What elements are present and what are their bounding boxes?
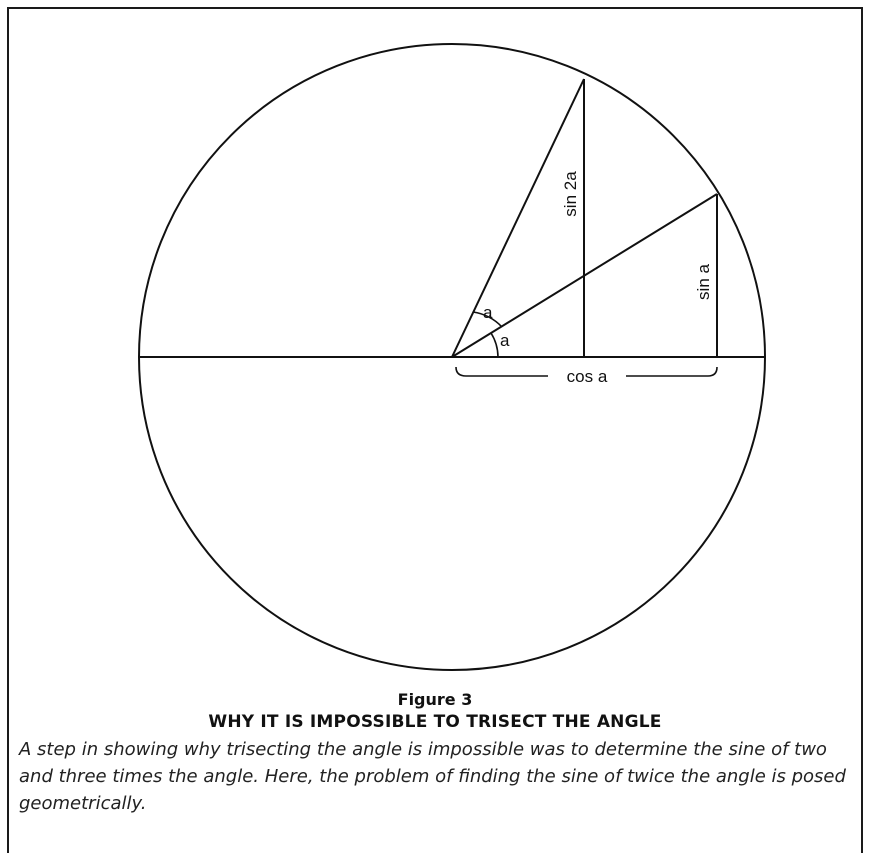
figure-frame <box>7 7 863 853</box>
angle-arc-outer <box>472 311 503 328</box>
label-angle-lower: a <box>500 331 510 350</box>
radius-2a <box>451 78 585 358</box>
unit-circle-diagram: a a cos a sin 2a sin a <box>138 43 766 671</box>
label-sin-2a: sin 2a <box>561 171 580 217</box>
figure-number: Figure 3 <box>397 690 473 709</box>
label-cos-a: cos a <box>567 367 608 386</box>
figure-title: WHY IT IS IMPOSSIBLE TO TRISECT THE ANGL… <box>208 712 662 732</box>
cos-a-bracket <box>455 366 718 377</box>
label-angle-upper: a <box>483 303 493 322</box>
angle-arc-inner <box>490 332 499 358</box>
label-sin-a: sin a <box>694 264 713 300</box>
figure-caption: A step in showing why trisecting the ang… <box>19 739 846 814</box>
